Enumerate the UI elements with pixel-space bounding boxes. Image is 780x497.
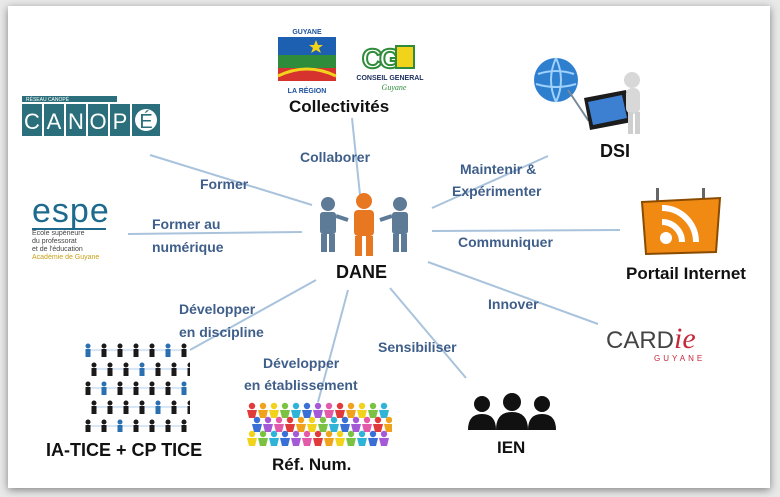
espe-line-4: Académie de Guyane [32, 254, 100, 261]
edge-label-former-numerique-2: numérique [152, 239, 224, 255]
crowd-icon [246, 398, 394, 452]
node-ia-tice-label: IA-TICE + CP TICE [46, 440, 203, 460]
cardie-logo: CARDie GUYANE [606, 322, 726, 366]
canope-small-text: RÉSEAU CANOPÉ [26, 96, 70, 103]
edge-label-developper-discipline-2: en discipline [179, 324, 264, 340]
edge-label-developper-discipline-1: Développer [179, 301, 256, 317]
region-logo-top-text: GUYANE [292, 29, 322, 36]
conseil-general-logo: C G CONSEIL GENERAL Guyane [348, 38, 432, 98]
edge-label-former-numerique-1: Former au [152, 216, 221, 232]
edge-label-communiquer: Communiquer [458, 234, 553, 250]
edge-label-innover: Innover [488, 296, 539, 312]
espe-logo-title: espe [32, 192, 110, 230]
cardie-ie-text: ie [674, 322, 696, 355]
edge-label-developper-etab-1: Développer [263, 355, 340, 371]
espe-line-3: et de l'éducation [32, 246, 83, 253]
svg-text:A: A [47, 109, 62, 134]
svg-text:P: P [113, 109, 128, 134]
edge-label-developper-etab-2: en établissement [244, 377, 358, 393]
espe-line-2: du professorat [32, 238, 77, 245]
edge-label-sensibiliser: Sensibiliser [378, 339, 457, 355]
people-network-icon [80, 338, 193, 433]
computer-network-icon [528, 50, 656, 142]
team-icon [312, 190, 418, 256]
svg-text:C: C [362, 43, 382, 74]
edge-label-maintenir-2: Expérimenter [452, 183, 542, 199]
node-ref-num-label: Réf. Num. [272, 455, 352, 474]
rss-sign-icon [636, 188, 726, 258]
diagram-canvas [8, 6, 770, 488]
cardie-sub-text: GUYANE [654, 354, 706, 363]
cg-logo-text: CONSEIL GENERAL [356, 75, 424, 82]
svg-text:O: O [89, 109, 106, 134]
center-dane-label: DANE [336, 262, 388, 282]
node-portail-label: Portail Internet [626, 264, 746, 283]
group-icon [466, 392, 558, 432]
cg-logo-sub: Guyane [382, 83, 407, 92]
cardie-main-text: CARD [606, 327, 675, 354]
node-collectivites-label: Collectivités [289, 97, 390, 116]
region-logo-bottom-text: LA RÉGION [288, 86, 327, 95]
svg-text:C: C [24, 109, 40, 134]
node-ien-label: IEN [497, 438, 526, 457]
node-dsi-label: DSI [600, 141, 631, 161]
edge-label-maintenir-1: Maintenir & [460, 161, 537, 177]
espe-logo: espe École supérieure du professorat et … [32, 192, 122, 266]
espe-line-1: École supérieure [32, 230, 85, 237]
svg-text:N: N [68, 109, 84, 134]
edge-label-collaborer: Collaborer [300, 149, 371, 165]
svg-text:É: É [139, 110, 152, 133]
region-guyane-logo: GUYANE LA RÉGION [272, 26, 342, 98]
edge-label-former: Former [200, 176, 249, 192]
